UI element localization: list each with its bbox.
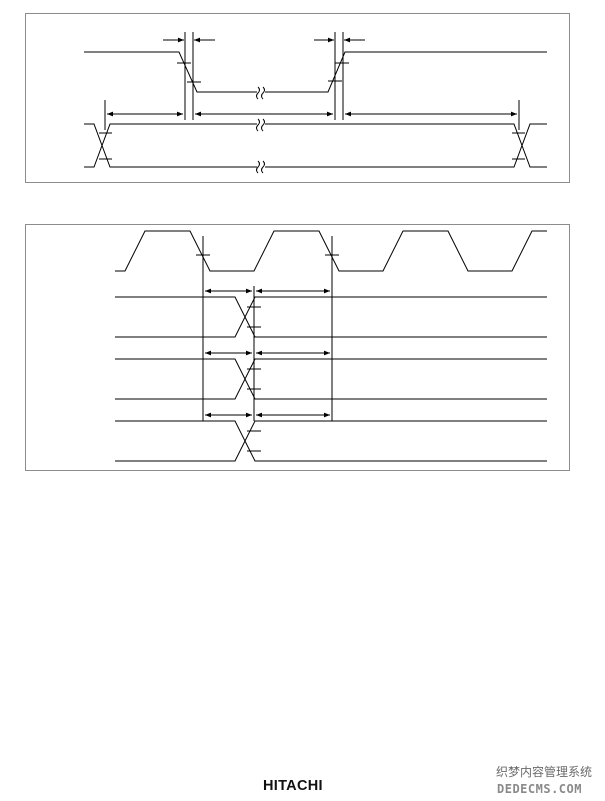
hitachi-logo: HITACHI: [263, 778, 323, 794]
signal-row-3: [115, 412, 547, 462]
signal-row-2: [115, 350, 547, 400]
top-interval-arrows: [104, 100, 520, 130]
timing-diagram-bottom-frame: [25, 224, 570, 471]
clock-waveform: [115, 230, 547, 272]
top-data-bus-ticks: [99, 132, 525, 160]
top-strobe-timing-ticks: [177, 32, 349, 120]
watermark-chinese-text: 织梦内容管理系统: [496, 765, 593, 779]
top-data-bus-waveform: [84, 118, 547, 174]
watermark-site-text: DEDECMS.COM: [497, 782, 582, 796]
clock-timing-ticks: [196, 236, 339, 421]
signal-row-1: [115, 288, 547, 338]
timing-diagram-top-frame: [25, 13, 570, 183]
top-strobe-waveform: [84, 51, 547, 100]
